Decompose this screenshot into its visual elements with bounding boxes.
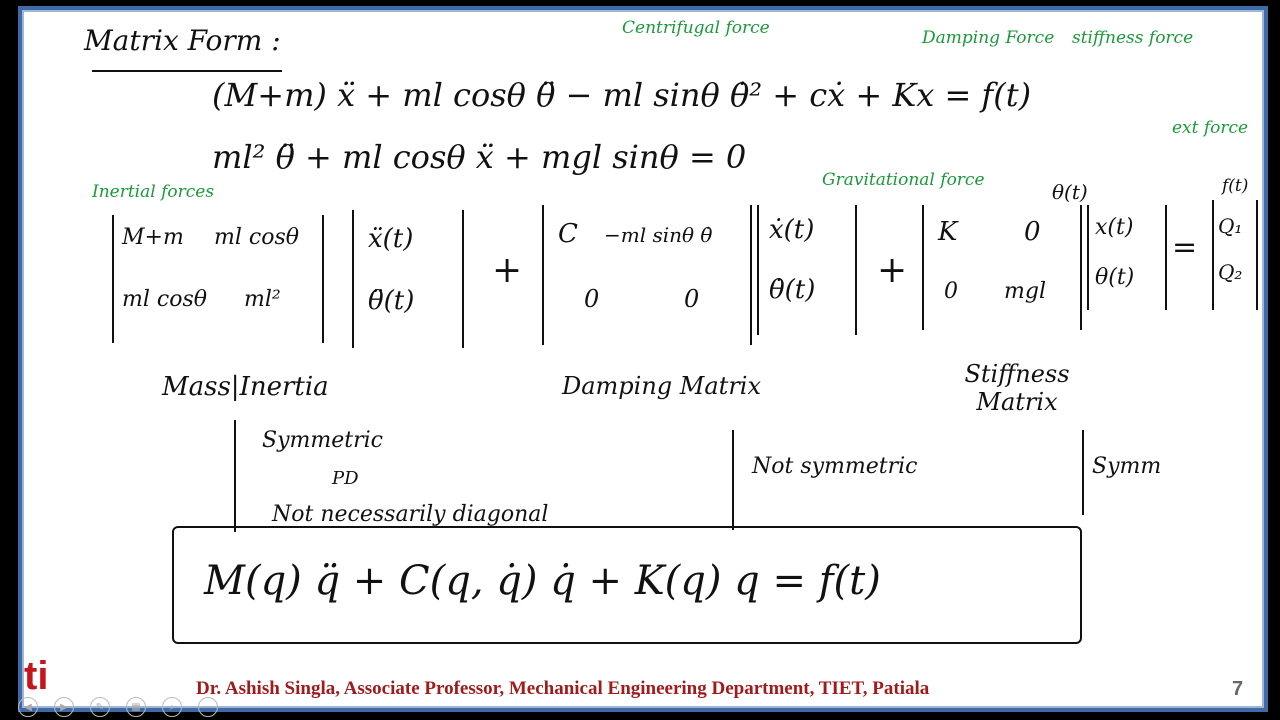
more-icon[interactable]: ⋯ bbox=[198, 697, 218, 717]
force-vector: Q₁ Q₂ bbox=[1212, 200, 1258, 310]
equation-2: ml² θ̈ + ml cosθ ẍ + mgl sinθ = 0 bbox=[212, 138, 747, 176]
centrifugal-note: Centrifugal force bbox=[622, 18, 770, 38]
ext-force-note: ext force bbox=[1172, 118, 1249, 138]
heading: Matrix Form : bbox=[84, 24, 281, 57]
next-icon[interactable]: ▶ bbox=[54, 697, 74, 717]
slide: Matrix Form : Centrifugal force Damping … bbox=[18, 6, 1268, 712]
damping-prop: Not symmetric bbox=[752, 454, 918, 479]
general-equation-box: M(q) q̈ + C(q, q̇) q̇ + K(q) q = f(t) bbox=[172, 526, 1082, 644]
equation-1: (M+m) ẍ + ml cosθ θ̈ − ml sinθ θ̇² + cẋ … bbox=[212, 76, 1032, 114]
general-equation: M(q) q̈ + C(q, q̇) q̇ + K(q) q = f(t) bbox=[204, 558, 881, 604]
logo: ti bbox=[24, 654, 49, 698]
gravitational-note: Gravitational force bbox=[822, 170, 985, 190]
stiffness-prop: Symm bbox=[1092, 454, 1162, 479]
mass-prop: Symmetric bbox=[262, 428, 383, 453]
theta-t-note: θ(t) bbox=[1052, 180, 1088, 204]
displacement-vector: x(t) θ(t) bbox=[1087, 205, 1167, 310]
mass-matrix: M+m ml cosθ ml cosθ ml² bbox=[112, 215, 324, 343]
inertial-note: Inertial forces bbox=[92, 182, 215, 202]
stiffness-note: stiffness force bbox=[1072, 28, 1194, 48]
slideshow-controls: ◀ ▶ ✎ ▦ ⌕ ⋯ bbox=[18, 697, 218, 717]
mass-prop: PD bbox=[332, 468, 359, 489]
zoom-icon[interactable]: ⌕ bbox=[162, 697, 182, 717]
slides-icon[interactable]: ▦ bbox=[126, 697, 146, 717]
stiffness-matrix: K 0 0 mgl bbox=[922, 205, 1082, 330]
pen-icon[interactable]: ✎ bbox=[90, 697, 110, 717]
previous-icon[interactable]: ◀ bbox=[18, 697, 38, 717]
mass-prop: Not necessarily diagonal bbox=[272, 502, 549, 527]
damping-note: Damping Force bbox=[922, 28, 1055, 48]
footer-text: Dr. Ashish Singla, Associate Professor, … bbox=[196, 678, 930, 699]
damping-label: Damping Matrix bbox=[562, 372, 762, 400]
acceleration-vector: ẍ(t) θ̈(t) bbox=[352, 210, 464, 348]
force-label: f(t) bbox=[1222, 176, 1249, 196]
damping-matrix: C −ml sinθ θ̇ 0 0 bbox=[542, 205, 752, 345]
velocity-vector: ẋ(t) θ̇(t) bbox=[757, 205, 857, 335]
mass-label: Mass|Inertia bbox=[162, 372, 329, 402]
stiffness-label: Stiffness Matrix bbox=[964, 360, 1070, 416]
page-number: 7 bbox=[1232, 678, 1244, 700]
